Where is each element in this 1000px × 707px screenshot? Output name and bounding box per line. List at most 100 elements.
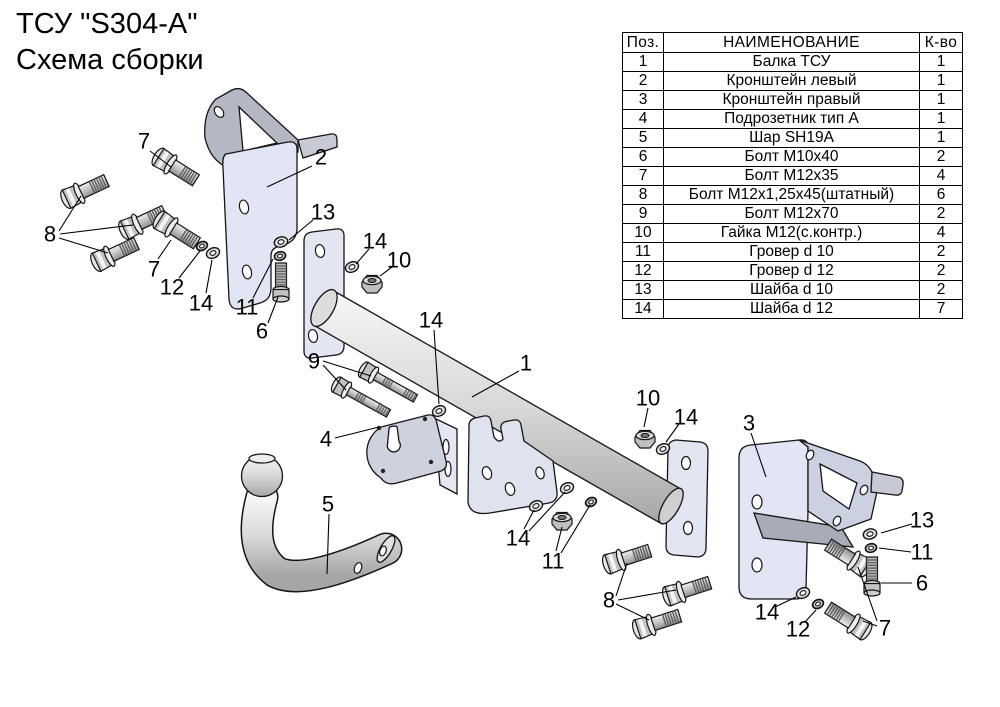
table-cell: Гайка М12(с.контр.) [663,223,920,243]
leader-line [433,329,440,405]
callout-label: 10 [387,248,411,273]
callout-label: 7 [879,616,891,641]
table-cell: Кронштейн левый [663,71,920,91]
washer-d12 [558,479,576,497]
leader-line [355,248,370,265]
callout-label: 13 [311,200,335,225]
table-cell: 14 [622,299,664,319]
leader-line [252,258,274,299]
bolt-m12x35 [149,207,204,254]
leader-line [555,526,563,552]
bolt-m12x35 [821,597,876,644]
triangle-cutout [819,462,858,511]
callout-label: 14 [506,526,530,551]
table-cell: Болт М12х70 [663,204,920,224]
leader-line [471,370,520,398]
socket-plate [366,414,458,496]
callout-label: 4 [320,427,332,452]
table-header-row: Поз. НАИМЕНОВАНИЕ К-во [622,32,963,53]
bracket-right [738,439,904,600]
title-block: ТСУ "S304-А" Схема сборки [16,6,204,78]
callout-label: 7 [138,129,150,154]
nut-m12 [361,274,383,294]
leader-line [774,596,797,608]
callout-label: 10 [636,386,660,411]
callout-label: 14 [674,405,698,430]
leader-line [205,259,213,294]
leader-line [523,509,535,530]
callout-label: 2 [315,145,327,170]
table-cell: Кронштейн правый [663,90,920,110]
beam-tube [310,288,684,525]
table-cell: 7 [919,299,963,319]
callout-label: 3 [743,411,755,436]
leader-line [560,504,591,554]
grover-d10 [583,494,599,510]
callout-label: 6 [256,319,268,344]
grover-d10 [863,541,879,555]
table-cell: 12 [622,261,664,281]
leader-line [322,364,347,391]
table-cell: 1 [919,52,963,72]
grover-d10 [272,249,288,263]
callout-label: 6 [916,571,928,596]
callout-label: 11 [911,540,934,565]
callout-label: 14 [363,229,387,254]
leader-line [58,237,109,254]
leader-line [880,523,913,534]
leader-line [267,296,279,324]
leader-line [326,513,330,575]
tow-ball-arm [240,453,403,593]
leader-line [750,432,767,478]
bolt-m12-shtatny [629,604,684,642]
callout-label: 5 [322,492,334,517]
col-header-qty: К-во [919,32,963,53]
grover-d12 [810,596,826,612]
bracket-right-tab [870,471,904,496]
beam-end-plate-right [665,439,709,558]
bolt-m12-shtatny [57,169,112,212]
leader-line [157,239,172,260]
leader-line [149,150,172,168]
leader-line [615,562,628,597]
table-cell: 6 [919,185,963,205]
callout-label: 11 [542,549,565,574]
beam-strap-bracket [467,415,558,515]
leader-line [322,360,372,377]
table-cell: Шайба d 12 [663,299,920,319]
page-subtitle: Схема сборки [16,44,204,76]
keyhole-slot [386,425,401,453]
leader-line [615,603,650,621]
callout-label: 7 [148,257,160,282]
leader-line [528,491,566,532]
bracket-left-tab [297,133,338,159]
page-title: ТСУ "S304-А" [16,8,198,40]
callout-label: 11 [236,295,259,320]
callout-label: 1 [520,351,532,376]
callout-label: 13 [910,508,934,533]
leader-line [617,589,677,601]
callout-label: 12 [786,617,810,642]
nut-m12 [634,429,656,449]
washer-d10 [861,526,879,542]
bolt-m12-shtatny [659,571,714,609]
bolt-m12-shtatny [599,539,654,577]
callout-label: 8 [603,588,615,613]
table-cell: 4 [919,166,963,186]
bolt-m10x40 [272,262,290,303]
callout-label: 14 [419,308,443,333]
callout-label: 14 [755,600,779,625]
leader-line [334,426,380,439]
leader-line [857,566,878,622]
bolt-m12-shtatny [87,232,142,275]
